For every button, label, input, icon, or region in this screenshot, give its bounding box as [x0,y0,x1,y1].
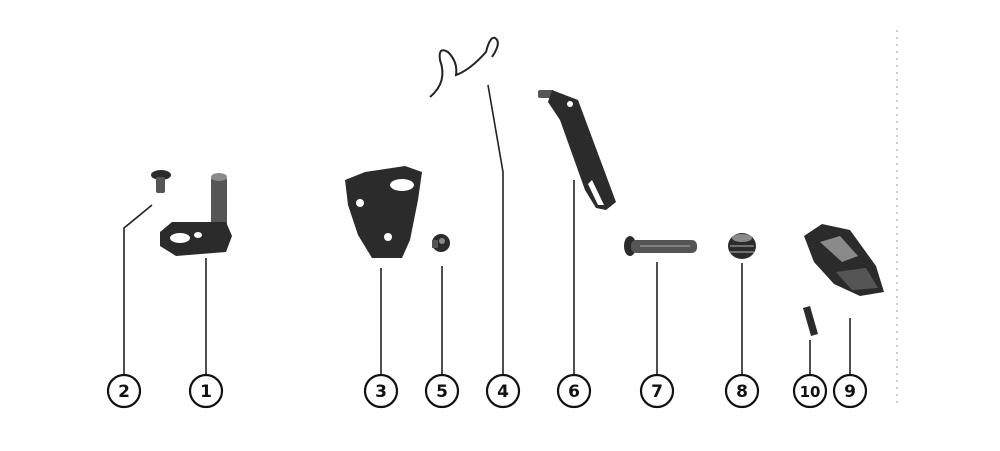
leader-4 [487,84,504,374]
part-3-plate-icon [345,166,422,258]
callout-2: 2 [106,373,142,409]
callout-10-label: 10 [800,383,821,401]
callout-4: 4 [485,373,521,409]
callout-9: 9 [832,373,868,409]
callout-8: 8 [724,373,760,409]
part-2-screw-icon [151,170,171,193]
callout-8-label: 8 [736,382,748,402]
part-10-roll-pin-icon [803,306,818,336]
part-9-lever-knob-icon [804,224,884,296]
callout-6: 6 [556,373,592,409]
callout-5-label: 5 [436,382,448,402]
part-6-lever-arm-icon [538,90,616,210]
leader-2 [123,204,153,374]
callout-6-label: 6 [568,382,580,402]
callout-4-label: 4 [497,382,509,402]
callout-1: 1 [188,373,224,409]
part-5-nut-icon [432,234,450,252]
callout-3-label: 3 [375,382,387,402]
callout-9-label: 9 [844,382,856,402]
callout-7-label: 7 [651,382,663,402]
callout-2-label: 2 [118,382,130,402]
callout-5: 5 [424,373,460,409]
leader-lines [123,84,851,374]
part-7-pin-icon [624,236,697,256]
callout-10: 10 [792,373,828,409]
part-4-wire-spring-icon [429,36,499,98]
callout-3: 3 [363,373,399,409]
part-8-bushing-icon [728,233,756,259]
part-1-bracket-icon [160,173,232,256]
callout-1-label: 1 [200,382,212,402]
callout-7: 7 [639,373,675,409]
